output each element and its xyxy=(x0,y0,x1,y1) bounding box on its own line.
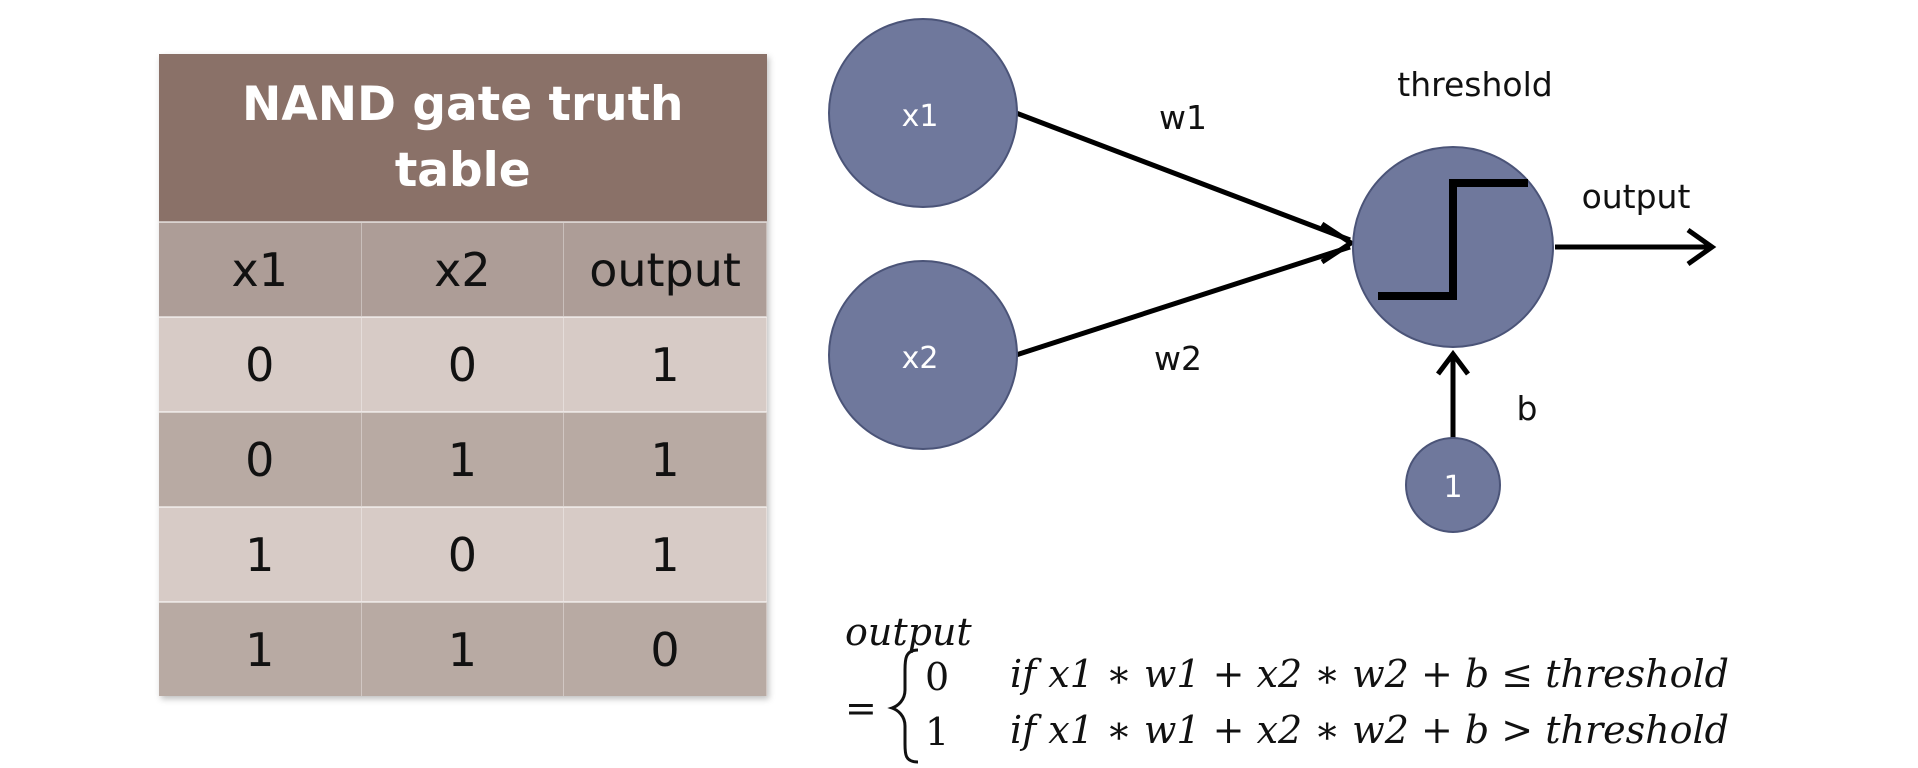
arrowhead-output xyxy=(1686,227,1717,267)
formula-case1-condition: if x1 ∗ w1 + x2 ∗ w2 + b ≤ threshold xyxy=(1010,652,1729,696)
table-cell: 0 xyxy=(361,316,565,412)
formula-brace xyxy=(887,648,919,764)
table-cell: 0 xyxy=(361,506,565,602)
table-cell: 1 xyxy=(563,506,767,602)
input-node-x1 xyxy=(828,18,1018,208)
weight1-label: w1 xyxy=(1159,98,1207,137)
output-label: output xyxy=(1582,177,1691,216)
edge-x1-to-neuron xyxy=(1015,110,1351,243)
table-cell: 1 xyxy=(159,506,362,602)
input-node-x2-label: x2 xyxy=(902,341,939,376)
table-title-line2: table xyxy=(394,142,531,198)
step-function-icon xyxy=(1378,179,1528,300)
table-row: 0 1 1 xyxy=(159,411,767,507)
column-header-output: output xyxy=(563,221,767,317)
table-cell: 1 xyxy=(361,601,565,696)
formula-case2-value: 1 xyxy=(925,710,950,754)
edge-x2-to-neuron xyxy=(1015,244,1351,358)
input-node-x1-label: x1 xyxy=(902,99,939,134)
table-cell: 0 xyxy=(159,411,362,507)
threshold-label: threshold xyxy=(1397,65,1552,104)
bias-label: b xyxy=(1517,389,1538,428)
bias-node-label: 1 xyxy=(1443,470,1462,505)
table-cell: 1 xyxy=(563,316,767,412)
input-node-x2 xyxy=(828,260,1018,450)
formula-case1-value: 0 xyxy=(925,655,950,699)
nand-truth-table: NAND gate truth table x1 x2 output 0 0 1… xyxy=(159,54,767,696)
formula-lhs: output xyxy=(845,610,972,654)
arrowhead-neuron-input xyxy=(1320,221,1356,265)
bias-node xyxy=(1405,437,1501,533)
table-cell: 1 xyxy=(361,411,565,507)
formula-equals: = xyxy=(845,686,877,730)
table-cell: 1 xyxy=(563,411,767,507)
table-row: 1 1 0 xyxy=(159,601,767,696)
table-cell: 0 xyxy=(159,316,362,412)
table-title-line1: NAND gate truth xyxy=(241,76,684,132)
column-header-x2: x2 xyxy=(361,221,565,317)
formula-case2-condition: if x1 ∗ w1 + x2 ∗ w2 + b > threshold xyxy=(1010,708,1729,752)
table-row: 0 0 1 xyxy=(159,316,767,412)
arrowhead-bias xyxy=(1436,349,1470,376)
table-title: NAND gate truth table xyxy=(159,54,767,222)
table-cell: 0 xyxy=(563,601,767,696)
table-row: 1 0 1 xyxy=(159,506,767,602)
column-header-x1: x1 xyxy=(159,221,362,317)
table-cell: 1 xyxy=(159,601,362,696)
weight2-label: w2 xyxy=(1154,339,1202,378)
